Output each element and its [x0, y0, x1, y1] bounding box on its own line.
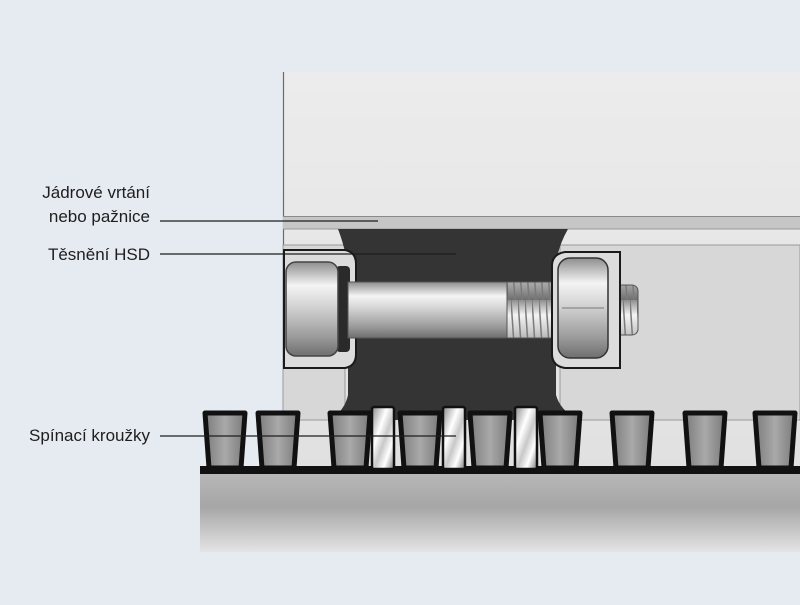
pipe-rib — [609, 410, 655, 471]
switch-ring — [441, 405, 467, 471]
pipe-rib — [467, 410, 513, 471]
bore-label-line2: nebo pažnice — [48, 207, 150, 226]
rings-label: Spínací kroužky — [29, 426, 150, 445]
bore-label-line1: Jádrové vrtání — [42, 183, 150, 202]
bore-label: Jádrové vrtání nebo pažnice — [42, 181, 150, 229]
corrugated-pipe-icon — [200, 470, 800, 552]
pipe-rib — [682, 410, 728, 471]
washer-left-ring — [336, 266, 350, 352]
switch-ring — [370, 405, 396, 471]
pipe-rib — [255, 410, 301, 471]
pipe-rib — [327, 410, 373, 471]
bolt-shaft — [347, 281, 509, 339]
seal-label: Těsnění HSD — [47, 245, 150, 264]
pipe-rib — [397, 410, 443, 471]
pipe-rib — [752, 410, 798, 471]
hex-bolt-icon — [285, 261, 339, 357]
pipe-rib — [202, 410, 248, 471]
pipe-rib — [537, 410, 583, 471]
casing-top — [283, 216, 800, 229]
switch-ring — [513, 405, 539, 471]
